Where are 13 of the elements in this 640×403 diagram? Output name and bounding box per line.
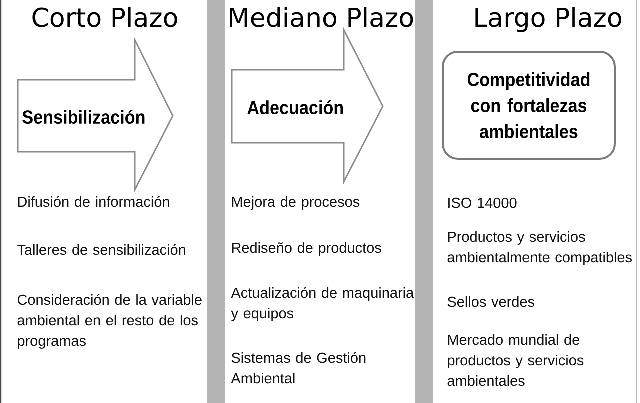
- list-item: Sistemas de Gestión Ambiental: [231, 352, 366, 384]
- column-heading: Corto Plazo: [32, 7, 178, 28]
- list-item: Mejora de procesos: [232, 196, 360, 210]
- rounded-box: Competitividad con fortalezas ambientales: [442, 51, 616, 160]
- list-item: Sellos verdes: [448, 296, 534, 308]
- column-heading: Mediano Plazo: [230, 7, 414, 28]
- list-item: Productos y servicios ambientalmente compatibles: [448, 231, 632, 266]
- list-item: Actualización de maquinaria y equipos: [231, 287, 414, 322]
- list-item: Consideración de la variable ambiental en el resto de los programas: [18, 294, 202, 349]
- list-item: Mercado mundial de productos y servicios ambientales: [448, 334, 584, 386]
- list-item: ISO 14000: [448, 198, 517, 208]
- list-item: Talleres de sensibilización: [18, 244, 186, 256]
- list-item: Rediseño de productos: [232, 242, 382, 256]
